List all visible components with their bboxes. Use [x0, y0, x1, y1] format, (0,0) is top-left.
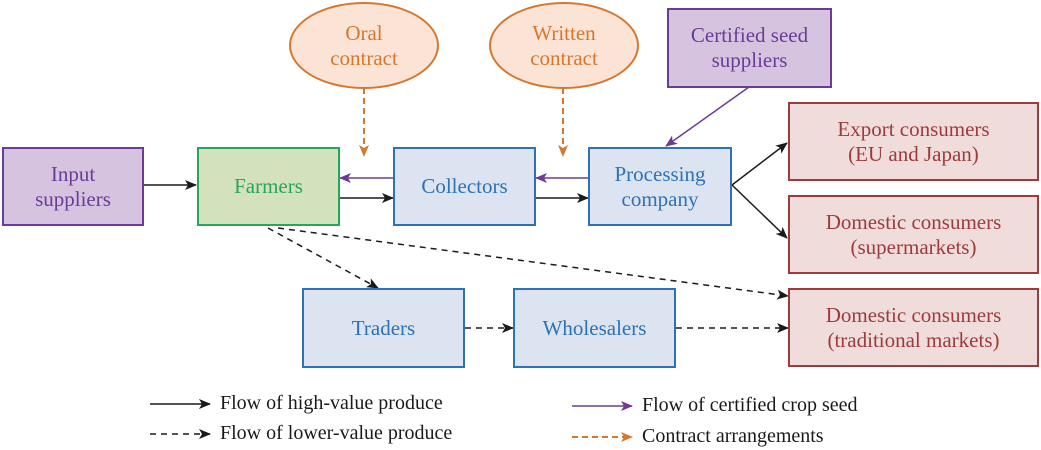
node-domestic-traditional: Domestic consumers (traditional markets) — [788, 288, 1039, 367]
solid-black-arrow-icon — [150, 398, 211, 409]
node-collectors: Collectors — [393, 147, 536, 226]
edge-seed-to-processing — [665, 86, 750, 147]
node-certified-seed-suppliers: Certified seed suppliers — [667, 8, 832, 88]
legend-lower-value: Flow of lower-value produce — [148, 422, 452, 445]
legend-high-value: Flow of high-value produce — [148, 392, 443, 415]
legend-contract: Contract arrangements — [570, 425, 824, 448]
edge-farmers-to-traders — [267, 227, 379, 289]
legend-certified-seed: Flow of certified crop seed — [570, 394, 857, 417]
node-export-consumers: Export consumers (EU and Japan) — [788, 102, 1039, 181]
edge-processing-to-supermarkets — [731, 184, 788, 239]
solid-purple-arrow-icon — [572, 400, 633, 411]
edge-farmers-to-traditional — [277, 227, 789, 300]
dashed-black-arrow-icon — [150, 428, 211, 439]
legend-label: Flow of high-value produce — [220, 392, 443, 414]
node-domestic-supermarkets: Domestic consumers (supermarkets) — [788, 195, 1039, 274]
dashed-orange-arrow-icon — [572, 431, 633, 442]
legend-label: Contract arrangements — [642, 425, 824, 447]
node-traders: Traders — [302, 288, 465, 368]
legend-label: Flow of certified crop seed — [642, 394, 858, 416]
legend-label: Flow of lower-value produce — [220, 422, 453, 444]
node-input-suppliers: Input suppliers — [2, 147, 144, 226]
node-written-contract: Written contract — [489, 2, 639, 89]
node-processing-company: Processing company — [588, 147, 732, 226]
node-oral-contract: Oral contract — [289, 2, 439, 89]
node-farmers: Farmers — [197, 147, 340, 226]
edge-processing-to-export — [731, 142, 788, 186]
node-wholesalers: Wholesalers — [513, 288, 676, 368]
